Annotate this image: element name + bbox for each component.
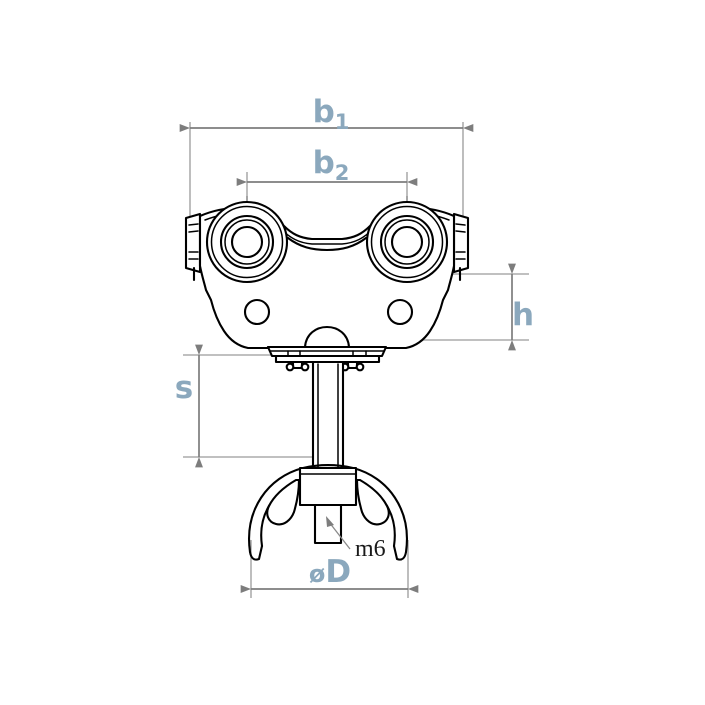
label-b2-base: b bbox=[313, 145, 335, 181]
dimension-labels: b1 b2 h s øD m6 bbox=[175, 94, 534, 590]
thread-callout-label: m6 bbox=[355, 536, 386, 562]
label-b1-subscript: 1 bbox=[335, 110, 350, 134]
label-b2-subscript: 2 bbox=[335, 161, 350, 185]
left-body-hole bbox=[243, 298, 271, 326]
right-wheel-assembly bbox=[365, 200, 449, 284]
wheel-web-connector bbox=[286, 236, 368, 252]
left-wheel-assembly bbox=[205, 200, 289, 284]
left-side-bracket bbox=[184, 212, 202, 282]
right-side-bracket bbox=[452, 212, 470, 282]
right-pendant-tab bbox=[355, 478, 390, 526]
label-s: s bbox=[175, 370, 193, 406]
label-b1-base: b bbox=[313, 94, 335, 130]
thread-leader bbox=[326, 516, 351, 550]
diameter-symbol-icon: ø bbox=[309, 560, 326, 588]
label-b1: b1 bbox=[313, 94, 350, 134]
label-D-base: D bbox=[325, 554, 351, 590]
label-diameter-D: øD bbox=[309, 554, 351, 590]
left-pendant-tab bbox=[266, 478, 301, 526]
label-b2: b2 bbox=[313, 145, 350, 185]
dimension-lines bbox=[179, 124, 516, 593]
yoke-hub-block bbox=[298, 466, 358, 507]
mounting-flange bbox=[266, 345, 388, 364]
label-h: h bbox=[512, 297, 534, 333]
right-body-hole bbox=[386, 298, 414, 326]
trolley-part-geometry bbox=[184, 200, 470, 561]
center-dome bbox=[303, 325, 351, 349]
vertical-stem bbox=[311, 360, 345, 472]
